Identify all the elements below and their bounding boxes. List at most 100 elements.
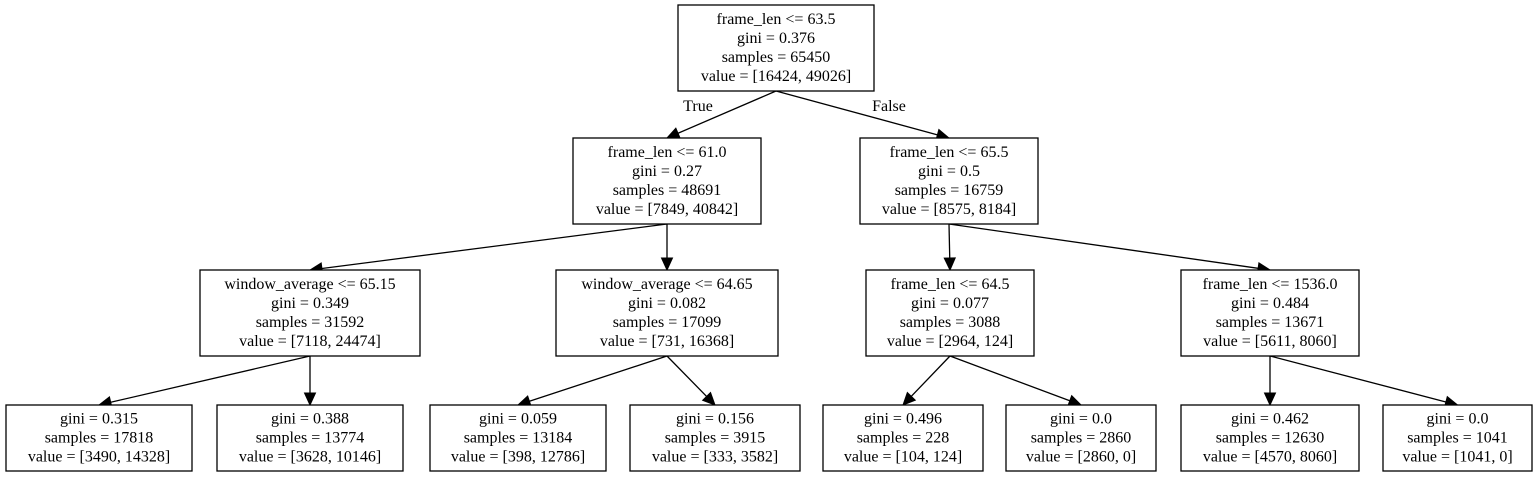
node-box <box>677 4 875 92</box>
node-text-line: samples = 1041 <box>1407 430 1508 447</box>
node-box <box>822 404 984 472</box>
node-text-line: gini = 0.082 <box>628 295 706 312</box>
edge-n4-n9 <box>529 355 668 402</box>
node-text-line: frame_len <= 64.5 <box>891 276 1010 293</box>
node-text-line: gini = 0.0 <box>1427 411 1489 428</box>
node-text-line: samples = 31592 <box>256 314 365 331</box>
node-text-line: samples = 48691 <box>613 182 722 199</box>
edge-n2-n5 <box>948 223 951 259</box>
node-text-line: gini = 0.484 <box>1231 295 1309 312</box>
tree-edges <box>97 90 1459 409</box>
tree-node-n5: frame_len <= 64.5 gini = 0.077 samples = 3… <box>865 269 1035 357</box>
node-text-line: samples = 13774 <box>256 430 365 447</box>
node-text-line: frame_len <= 65.5 <box>890 144 1009 161</box>
node-box <box>429 404 607 472</box>
node-box <box>865 269 1035 357</box>
node-box <box>629 404 801 472</box>
node-text-line: value = [16424, 49026] <box>701 68 851 85</box>
edge-n5-n11 <box>910 355 951 397</box>
node-text-line: samples = 17099 <box>613 314 722 331</box>
node-text-line: value = [2860, 0] <box>1026 449 1136 466</box>
node-box <box>1005 404 1157 472</box>
arrowhead-n0-n1 <box>665 127 681 139</box>
node-text-line: value = [4570, 8060] <box>1203 449 1337 466</box>
arrowhead-n2-n5 <box>943 257 957 272</box>
node-text-line: samples = 13671 <box>1216 314 1325 331</box>
node-text-line: frame_len <= 61.0 <box>608 144 727 161</box>
node-text-line: samples = 65450 <box>722 49 831 66</box>
edge-n5-n12 <box>949 355 1070 402</box>
node-text-line: gini = 0.27 <box>632 163 702 180</box>
tree-node-n3: window_average <= 65.15 gini = 0.349 sampl… <box>199 269 421 357</box>
node-text-line: gini = 0.0 <box>1050 411 1112 428</box>
node-box <box>555 269 779 357</box>
tree-node-n6: frame_len <= 1536.0 gini = 0.484 samples =… <box>1180 269 1360 357</box>
node-text-line: samples = 3915 <box>665 430 766 447</box>
edge-label-false: False <box>872 98 906 115</box>
tree-node-n1: frame_len <= 61.0 gini = 0.27 samples = 48… <box>572 137 762 225</box>
arrowhead-n5-n11 <box>902 391 917 406</box>
node-box <box>859 137 1039 225</box>
node-text-line: value = [5611, 8060] <box>1203 333 1337 350</box>
node-text-line: gini = 0.156 <box>676 411 754 428</box>
node-text-line: gini = 0.5 <box>918 163 980 180</box>
node-text-line: samples = 17818 <box>45 430 154 447</box>
node-text-line: value = [7849, 40842] <box>596 201 738 218</box>
node-box <box>1180 404 1360 472</box>
node-text-line: value = [398, 12786] <box>451 449 585 466</box>
arrowhead-n4-n10 <box>701 391 716 406</box>
arrowhead-n6-n13 <box>1263 392 1277 407</box>
node-text-line: gini = 0.388 <box>271 411 349 428</box>
edge-n0-n2 <box>775 90 938 136</box>
node-text-line: value = [8575, 8184] <box>882 201 1016 218</box>
edge-n2-n6 <box>948 223 1259 269</box>
node-text-line: value = [7118, 24474] <box>239 333 381 350</box>
edge-n1-n3 <box>321 223 668 270</box>
node-text-line: gini = 0.077 <box>911 295 989 312</box>
node-text-line: samples = 3088 <box>900 314 1001 331</box>
node-box <box>216 404 404 472</box>
edge-n0-n1 <box>677 90 777 134</box>
node-text-line: samples = 2860 <box>1031 430 1132 447</box>
node-box <box>1180 269 1360 357</box>
node-text-line: samples = 16759 <box>895 182 1004 199</box>
node-box <box>5 404 193 472</box>
node-text-line: value = [3490, 14328] <box>28 449 170 466</box>
tree-node-n14: gini = 0.0 samples = 1041 value = [1041, 0… <box>1382 404 1533 472</box>
node-text-line: window_average <= 64.65 <box>581 276 752 293</box>
tree-node-n0: frame_len <= 63.5 gini = 0.376 samples = 6… <box>677 4 875 92</box>
node-text-line: gini = 0.315 <box>60 411 138 428</box>
tree-node-n9: gini = 0.059 samples = 13184 value = [398,… <box>429 404 607 472</box>
node-text-line: frame_len <= 1536.0 <box>1203 276 1338 293</box>
tree-node-n12: gini = 0.0 samples = 2860 value = [2860, 0… <box>1005 404 1157 472</box>
node-text-line: frame_len <= 63.5 <box>717 11 836 28</box>
edge-label-true: True <box>683 98 713 115</box>
node-text-line: samples = 12630 <box>1216 430 1325 447</box>
node-text-line: gini = 0.376 <box>737 30 815 47</box>
arrowhead-n3-n8 <box>303 392 317 407</box>
node-text-line: gini = 0.496 <box>864 411 942 428</box>
node-text-line: value = [731, 16368] <box>600 333 734 350</box>
node-box <box>572 137 762 225</box>
node-text-line: samples = 228 <box>857 430 950 447</box>
node-box <box>1382 404 1533 472</box>
tree-nodes: frame_len <= 63.5 gini = 0.376 samples = 6… <box>5 4 1533 472</box>
node-text-line: window_average <= 65.15 <box>224 276 395 293</box>
edge-n3-n7 <box>110 355 311 403</box>
node-box <box>199 269 421 357</box>
edge-n6-n14 <box>1269 355 1447 403</box>
node-text-line: gini = 0.349 <box>271 295 349 312</box>
node-text-line: value = [2964, 124] <box>887 333 1013 350</box>
node-text-line: value = [1041, 0] <box>1402 449 1512 466</box>
node-text-line: gini = 0.059 <box>479 411 557 428</box>
arrowhead-n1-n4 <box>660 257 674 272</box>
tree-node-n7: gini = 0.315 samples = 17818 value = [3490… <box>5 404 193 472</box>
tree-node-n2: frame_len <= 65.5 gini = 0.5 samples = 167… <box>859 137 1039 225</box>
tree-node-n4: window_average <= 64.65 gini = 0.082 sampl… <box>555 269 779 357</box>
node-text-line: samples = 13184 <box>464 430 573 447</box>
